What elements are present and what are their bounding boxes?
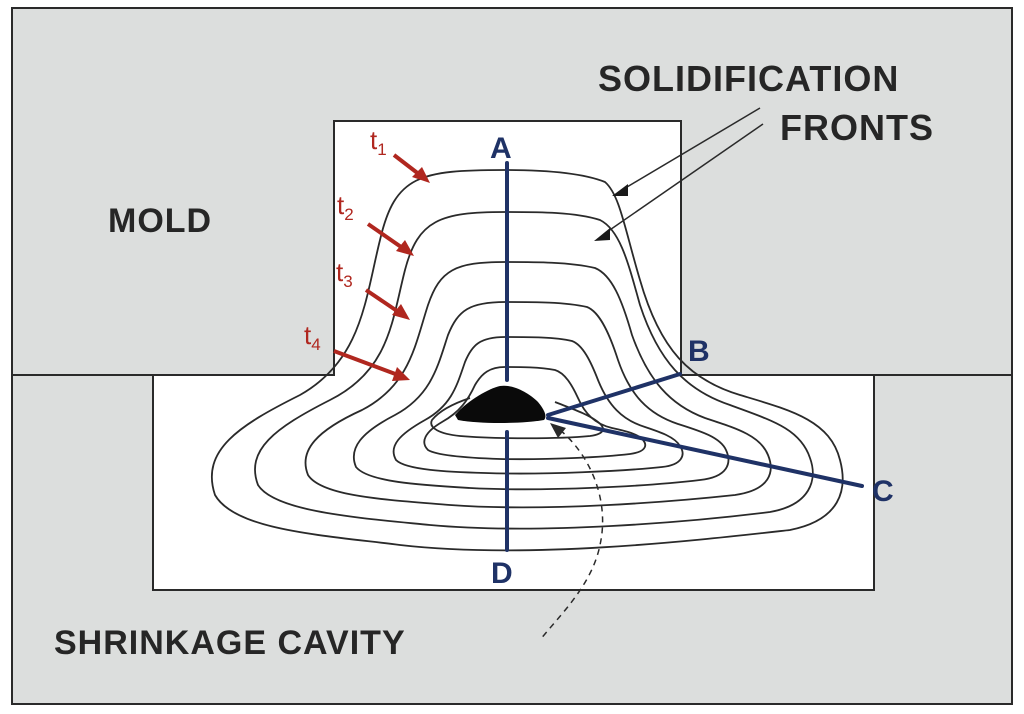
t1-arrow-shaft (392, 153, 422, 177)
mold-label: MOLD (108, 202, 212, 240)
solidification-label-line1: SOLIDIFICATION (598, 58, 899, 99)
point-a-label: A (490, 132, 512, 165)
t1-arrowhead (412, 167, 430, 183)
solidification-contours (210, 169, 844, 552)
shrinkage-arrowhead (550, 423, 566, 438)
t3-arrowhead (392, 304, 410, 320)
line-b (546, 372, 682, 417)
shrinkage-cavity-blob (455, 385, 546, 423)
front-contour-2 (254, 211, 814, 530)
t3-label: t3 (336, 257, 353, 291)
t2-label: t2 (337, 190, 354, 224)
line-c (546, 416, 864, 488)
shrinkage-label: SHRINKAGE CAVITY (54, 624, 406, 662)
t4-arrowhead (392, 367, 410, 381)
point-d-label: D (491, 557, 513, 590)
t2-arrowhead (396, 240, 414, 256)
front-contour-5 (392, 336, 684, 475)
front-contour-7 (430, 397, 604, 440)
front-contour-6 (423, 366, 647, 461)
t4-arrow-shaft (333, 349, 399, 377)
front-contour-3 (304, 261, 772, 509)
fronts-leader-1 (621, 107, 761, 191)
t3-arrow-shaft (364, 288, 402, 315)
t4-label: t4 (304, 320, 321, 354)
t1-label: t1 (370, 125, 387, 159)
fronts-arrowhead-2 (594, 228, 610, 241)
point-c-label: C (872, 475, 894, 508)
solidification-label-line2: FRONTS (780, 107, 934, 148)
fronts-arrowhead-1 (612, 184, 628, 196)
time-arrows (333, 153, 430, 381)
fronts-leader-2 (603, 123, 764, 235)
front-contour-1 (210, 169, 844, 552)
t2-arrow-shaft (366, 222, 406, 251)
reference-lines (505, 161, 864, 552)
point-b-label: B (688, 335, 710, 368)
shrinkage-leader-line (539, 429, 604, 641)
front-contour-4 (352, 301, 730, 491)
casting-cavity (152, 120, 875, 591)
fronts-leader-lines (603, 107, 764, 235)
